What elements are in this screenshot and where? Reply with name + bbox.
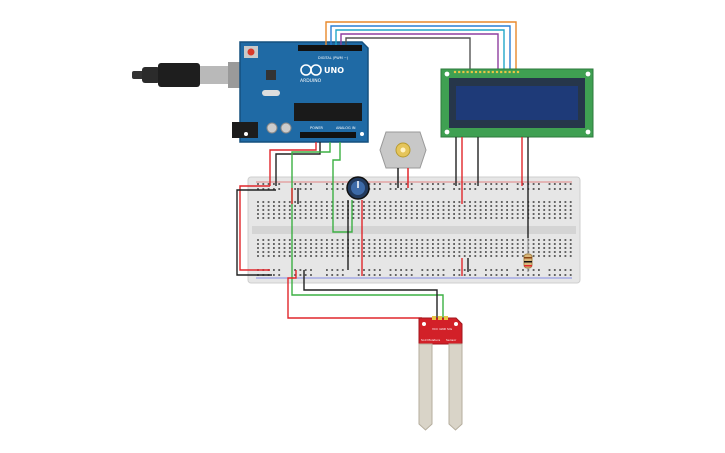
arduino-uno-board[interactable]: UNO ARDUINO DIGITAL (PWM ~) POWER ANALOG… — [232, 41, 369, 143]
resistor[interactable] — [523, 238, 533, 272]
lcd-data-wires[interactable] — [325, 21, 517, 70]
usb-cable[interactable] — [132, 62, 240, 88]
soil-moisture-sensor[interactable]: VCC GND SIG Soil Moisture Sensor — [418, 316, 463, 431]
atmega-chip — [294, 103, 362, 121]
sensor-pin-labels: VCC GND SIG — [432, 327, 453, 331]
board-brand: ARDUINO — [300, 78, 322, 84]
board-model: UNO — [324, 66, 344, 75]
digital-pin-header[interactable] — [298, 45, 362, 51]
digital-header-label: DIGITAL (PWM ~) — [318, 56, 349, 60]
infinity-logo-icon — [300, 64, 322, 76]
lcd-pin-header[interactable] — [453, 70, 520, 74]
analog-header-label: ANALOG IN — [336, 126, 356, 130]
sensor-label-left: Soil Moisture — [421, 338, 440, 342]
circuit-wires[interactable] — [236, 137, 529, 319]
power-header-label: POWER — [310, 126, 324, 130]
lcd-screen — [456, 86, 578, 120]
breadboard-holes[interactable] — [257, 183, 572, 276]
potentiometer[interactable] — [346, 176, 370, 200]
power-analog-header[interactable] — [300, 132, 356, 138]
breadboard[interactable] — [247, 176, 581, 284]
lcd-16x2-display[interactable] — [440, 68, 594, 138]
dc-power-jack[interactable] — [232, 122, 258, 138]
sensor-label-right: Sensor — [446, 338, 457, 342]
dc-motor[interactable] — [379, 131, 427, 188]
